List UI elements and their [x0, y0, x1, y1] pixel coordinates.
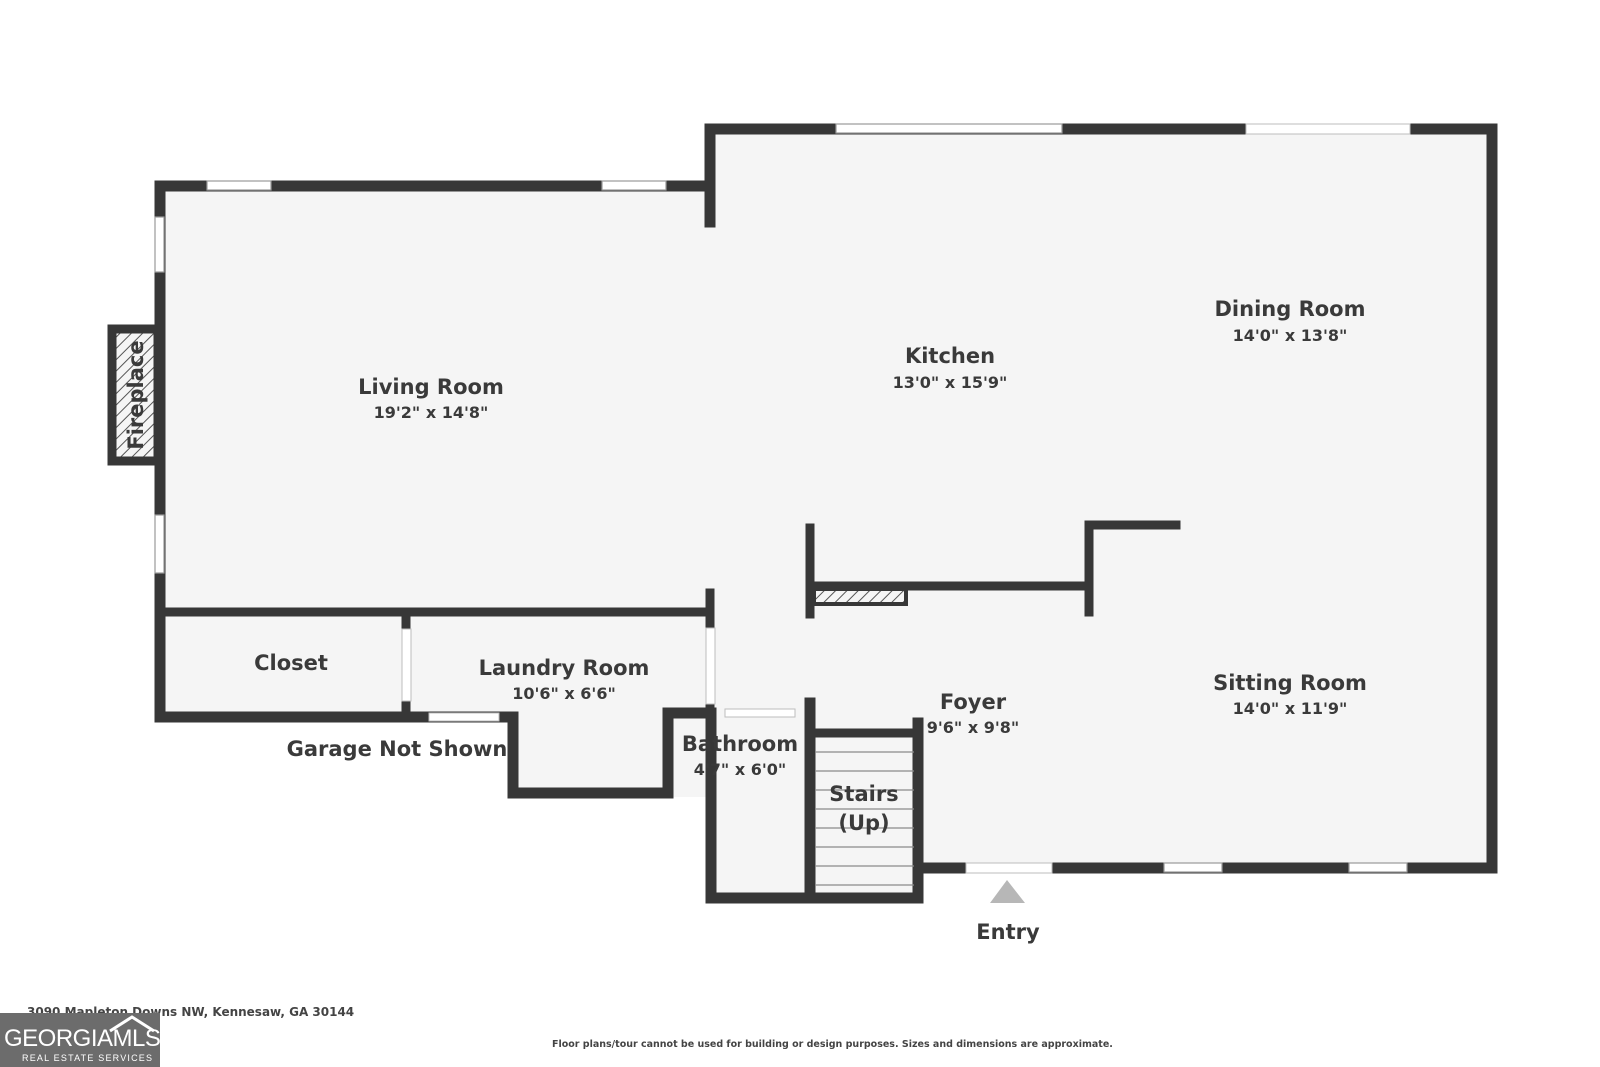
closet-name: Closet — [254, 651, 328, 675]
dining-room-name: Dining Room — [1215, 297, 1366, 321]
logo-tagline: REAL ESTATE SERVICES — [22, 1053, 154, 1063]
bathroom-dims: 4'7" x 6'0" — [694, 760, 786, 779]
sitting-room-name: Sitting Room — [1213, 671, 1367, 695]
dining-room-dims: 14'0" x 13'8" — [1233, 326, 1348, 345]
entry-arrow-icon — [990, 880, 1025, 903]
sitting-room-dims: 14'0" x 11'9" — [1233, 699, 1348, 718]
kitchen-name: Kitchen — [905, 344, 995, 368]
roof-icon — [109, 1015, 155, 1033]
bathroom-name: Bathroom — [682, 732, 798, 756]
georgia-mls-logo: GEORGIAMLS REAL ESTATE SERVICES — [0, 1013, 161, 1067]
foyer-dims: 9'6" x 9'8" — [927, 718, 1019, 737]
foyer-name: Foyer — [940, 690, 1007, 714]
living-room-name: Living Room — [358, 375, 504, 399]
kitchen-dims: 13'0" x 15'9" — [893, 373, 1008, 392]
windows — [154, 123, 1408, 873]
stairs-label-line1: Stairs — [829, 782, 898, 806]
stairs-label-line2: (Up) — [838, 811, 889, 835]
laundry-room-dims: 10'6" x 6'6" — [512, 684, 616, 703]
entry-label: Entry — [976, 920, 1040, 944]
laundry-room-name: Laundry Room — [479, 656, 650, 680]
stairs — [815, 751, 914, 886]
garage-note: Garage Not Shown — [287, 737, 508, 761]
living-room-dims: 19'2" x 14'8" — [374, 403, 489, 422]
logo-brand: GEORGIAMLS — [4, 1025, 161, 1052]
floor-area — [160, 129, 1492, 898]
openings — [401, 123, 1411, 874]
disclaimer-text: Floor plans/tour cannot be used for buil… — [552, 1039, 1113, 1050]
kitchen-counter — [812, 587, 908, 606]
fireplace-label: Fireplace — [124, 340, 148, 449]
fireplace — [107, 324, 163, 466]
